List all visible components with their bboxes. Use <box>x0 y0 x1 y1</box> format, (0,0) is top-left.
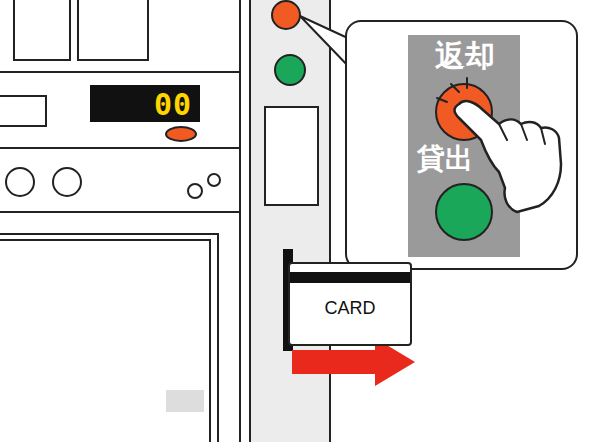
magnetic-stripe <box>290 272 410 283</box>
unit-window <box>265 107 318 205</box>
display-digits: 00 <box>154 86 192 121</box>
callout-bubble: 返却貸出 <box>345 20 578 270</box>
return-button <box>272 1 300 29</box>
knob <box>53 168 81 196</box>
lower-tray <box>0 234 218 442</box>
lend-button <box>275 55 305 85</box>
button-label: 返却 <box>410 36 520 77</box>
small-knob <box>208 174 220 186</box>
knob <box>6 168 34 196</box>
top-window <box>78 0 148 60</box>
tray-label <box>166 390 204 412</box>
card-label: CARD <box>290 298 410 319</box>
machine-frame <box>0 0 240 442</box>
panel-slot <box>0 96 46 126</box>
display-button <box>166 127 196 141</box>
small-knob <box>188 184 202 198</box>
card: CARD <box>288 262 412 346</box>
top-window <box>14 0 70 60</box>
credit-display: 00 <box>90 85 200 122</box>
button-label: 貸出 <box>410 140 480 178</box>
card-unit <box>250 0 330 442</box>
